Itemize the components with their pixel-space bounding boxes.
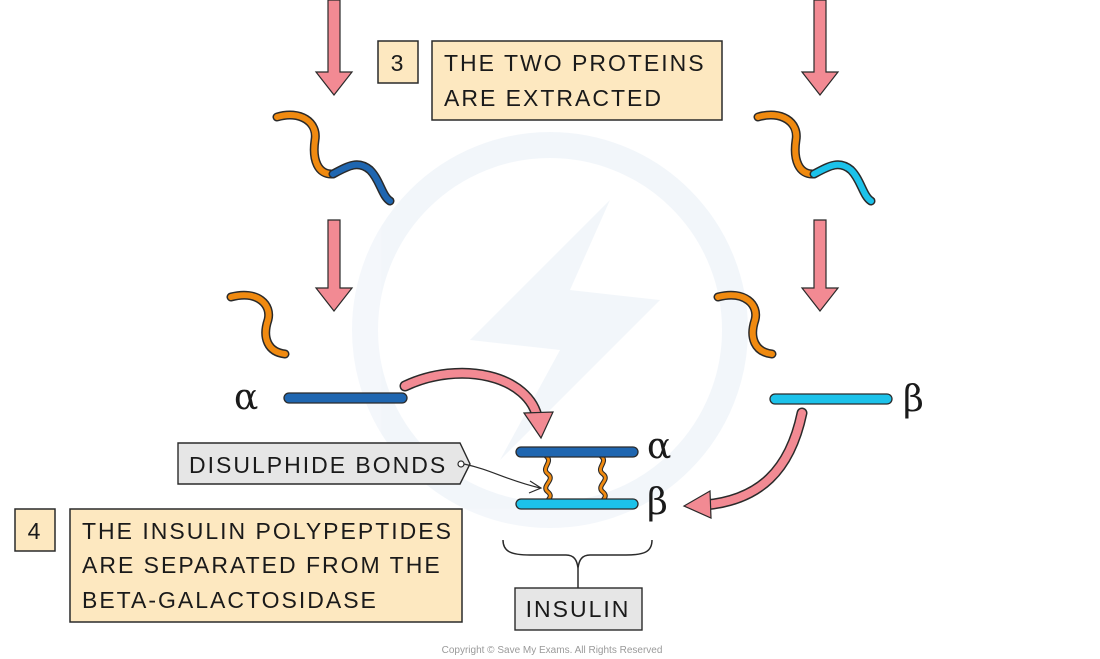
step3-line2: ARE EXTRACTED (444, 85, 663, 111)
fusion-protein-right (753, 110, 876, 206)
insulin-alpha-chain (515, 446, 639, 458)
beta-insulin-label: β (647, 482, 668, 523)
down-arrow-mid-right (800, 219, 840, 312)
step3-text-box: THE TWO PROTEINS ARE EXTRACTED (431, 40, 723, 121)
step4-number-box: 4 (14, 508, 56, 552)
down-arrow-top-left (314, 0, 354, 96)
step3-line1: THE TWO PROTEINS (444, 50, 706, 76)
down-arrow-top-right (800, 0, 840, 96)
disulphide-label: DISULPHIDE BONDS (189, 452, 447, 478)
beta-galactosidase-left (226, 290, 290, 359)
down-arrow-mid-left (314, 219, 354, 312)
beta-chain-right (769, 393, 893, 405)
disulphide-bond-2 (597, 453, 608, 505)
disulphide-pointer-line (463, 463, 543, 494)
step4-number: 4 (28, 518, 43, 544)
step3-number: 3 (391, 50, 406, 76)
alpha-chain-left (283, 392, 408, 404)
insulin-label: INSULIN (526, 596, 631, 622)
copyright-text: Copyright © Save My Exams. All Rights Re… (442, 645, 663, 656)
insulin-label-box: INSULIN (514, 587, 643, 631)
beta-galactosidase-right (713, 290, 777, 359)
curved-arrow-alpha (399, 367, 554, 440)
beta-right-label: β (903, 379, 924, 420)
alpha-left-label: α (234, 377, 258, 418)
step3-number-box: 3 (377, 40, 419, 84)
fusion-protein-left (272, 110, 395, 206)
step4-line2: ARE SEPARATED FROM THE (82, 552, 442, 578)
step4-line1: THE INSULIN POLYPEPTIDES (82, 518, 453, 544)
watermark-logo (352, 132, 748, 528)
insulin-molecule (515, 446, 639, 510)
curved-arrow-beta (682, 407, 808, 519)
step4-line3: BETA-GALACTOSIDASE (82, 587, 378, 613)
disulphide-bond-1 (542, 453, 553, 505)
step4-text-box: THE INSULIN POLYPEPTIDES ARE SEPARATED F… (69, 508, 463, 623)
alpha-insulin-label: α (647, 426, 671, 467)
insulin-brace (502, 539, 653, 588)
disulphide-label-tag: DISULPHIDE BONDS (177, 442, 471, 485)
insulin-beta-chain (515, 498, 639, 510)
